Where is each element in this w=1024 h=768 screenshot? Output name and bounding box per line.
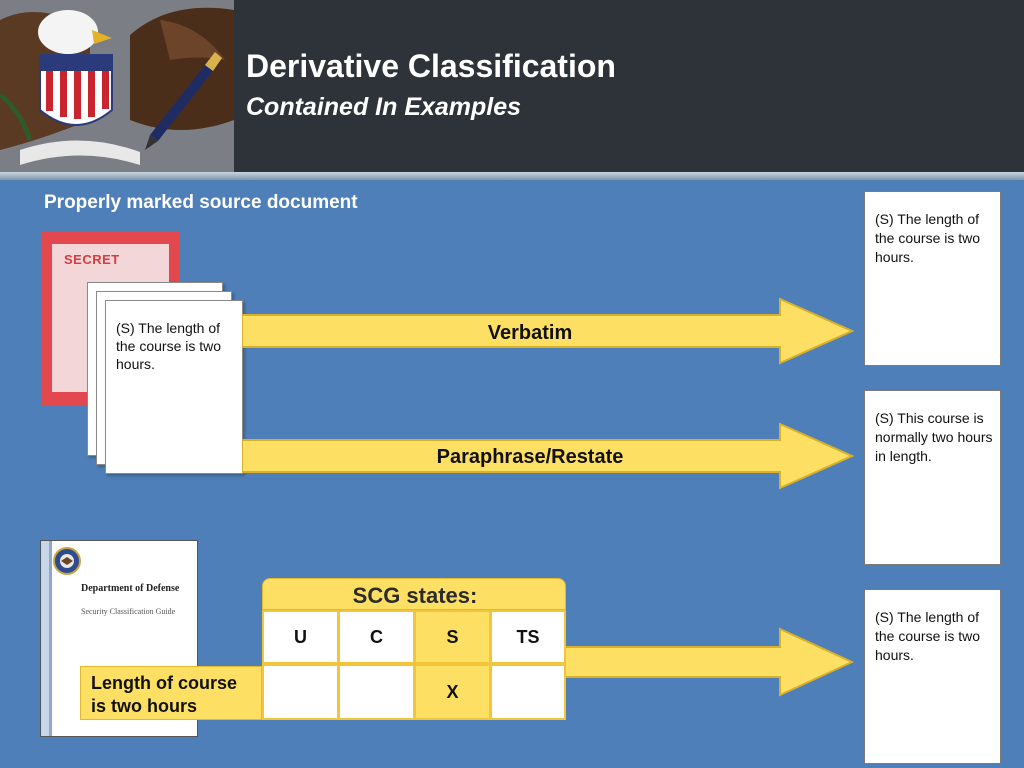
column-header-ts: TS: [492, 612, 564, 662]
cell-c: [340, 666, 413, 718]
scg-table-grid: U C S TS X: [262, 610, 566, 720]
section-label: Properly marked source document: [44, 192, 358, 213]
paraphrase-arrow: [242, 422, 854, 490]
scg-arrow: [564, 627, 854, 697]
result-text-scg: (S) The length of the course is two hour…: [875, 609, 981, 663]
result-box-paraphrase: (S) This course is normally two hours in…: [864, 390, 1001, 565]
scg-doc-title: Department of Defense: [81, 583, 180, 594]
scg-table-header: SCG states:: [262, 578, 566, 610]
header-bar: Derivative Classification Contained In E…: [0, 0, 1024, 172]
paper-stack-front: (S) The length of the course is two hour…: [105, 300, 243, 474]
source-portion-text: (S) The length of the course is two hour…: [116, 320, 222, 372]
cell-s: X: [416, 666, 489, 718]
page-subtitle: Contained In Examples: [246, 93, 522, 121]
result-box-scg: (S) The length of the course is two hour…: [864, 589, 1001, 764]
document-binding-accent: [49, 541, 52, 736]
result-text-paraphrase: (S) This course is normally two hours in…: [875, 410, 993, 464]
secret-marking: SECRET: [64, 252, 120, 267]
dod-seal-icon: [53, 547, 81, 575]
verbatim-label: Verbatim: [487, 322, 573, 344]
document-binding: [41, 541, 49, 736]
cell-ts: [492, 666, 564, 718]
result-text-verbatim: (S) The length of the course is two hour…: [875, 211, 981, 265]
column-header-u: U: [264, 612, 337, 662]
scg-states-table: SCG states: U C S TS X: [262, 578, 566, 720]
cell-u: [264, 666, 337, 718]
page-title: Derivative Classification: [246, 48, 616, 84]
verbatim-arrow: [242, 297, 854, 365]
row-label-box: Length of course is two hours: [80, 666, 262, 720]
eagle-seal-image: [0, 0, 234, 172]
column-header-c: C: [340, 612, 413, 662]
scg-header-text: SCG states:: [352, 583, 478, 608]
paraphrase-label: Paraphrase/Restate: [436, 446, 624, 468]
scg-doc-subtitle: Security Classification Guide: [81, 607, 176, 616]
column-header-s: S: [416, 612, 489, 662]
result-box-verbatim: (S) The length of the course is two hour…: [864, 191, 1001, 366]
header-divider: [0, 172, 1024, 180]
row-label-text: Length of course is two hours: [91, 673, 238, 716]
